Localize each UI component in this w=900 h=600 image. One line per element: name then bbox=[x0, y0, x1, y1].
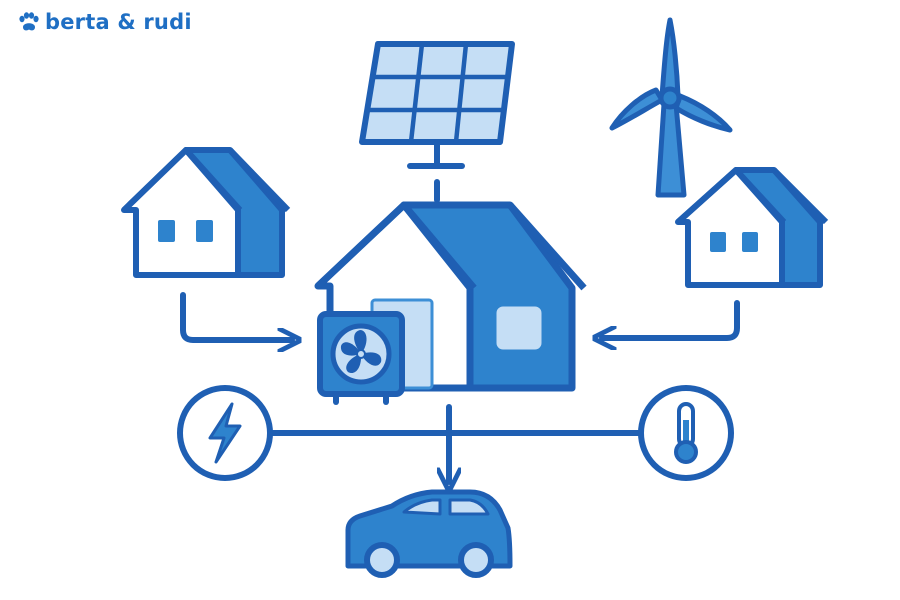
solar-panel-icon bbox=[359, 41, 515, 169]
house-right-icon bbox=[675, 167, 829, 288]
wind-turbine-icon bbox=[609, 17, 733, 198]
lightning-bolt-icon bbox=[177, 385, 273, 481]
car-icon bbox=[345, 489, 513, 578]
heat-pump-icon bbox=[317, 311, 405, 405]
thermometer-icon bbox=[638, 385, 734, 481]
house-left-icon bbox=[121, 147, 291, 278]
brand-name: berta & rudi bbox=[45, 10, 192, 34]
brand-logo[interactable]: berta & rudi bbox=[18, 10, 192, 34]
arrow-right-house-to-center bbox=[602, 300, 740, 338]
fan-icon bbox=[340, 330, 382, 374]
arrow-left-house-to-center bbox=[180, 292, 292, 340]
paw-icon bbox=[19, 12, 39, 31]
